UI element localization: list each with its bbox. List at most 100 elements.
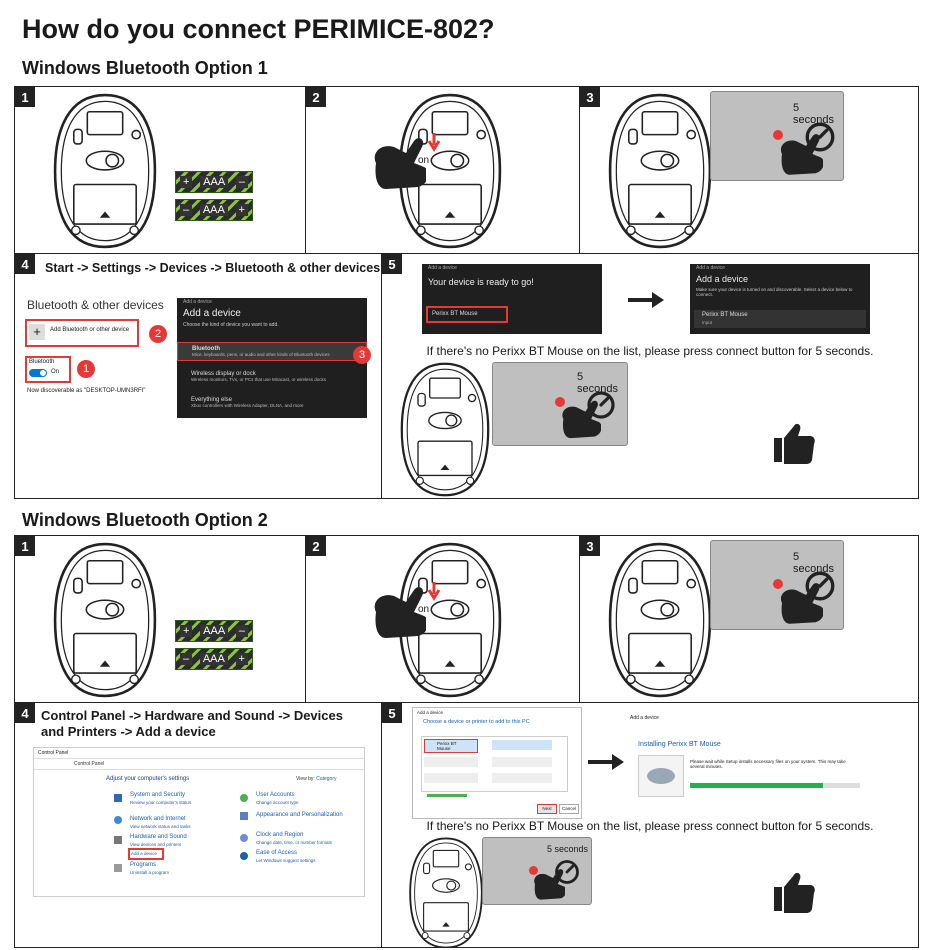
hand-icon xyxy=(374,587,426,638)
opt1-step3-cell: 3 5 seconds xyxy=(579,86,919,254)
dialog-title: Add a device xyxy=(696,274,749,284)
window-title: Add a device xyxy=(630,715,659,721)
cancel-button[interactable]: Cancel xyxy=(559,804,579,814)
device-list-item[interactable] xyxy=(492,757,552,767)
step-badge: 1 xyxy=(77,360,95,378)
zoom-inset: 5 seconds xyxy=(482,837,592,905)
network-icon xyxy=(114,816,122,824)
step-badge: 3 xyxy=(353,346,371,364)
breadcrumb[interactable]: Control Panel xyxy=(34,759,364,770)
choose-heading: Choose a device or printer to add to thi… xyxy=(423,719,530,725)
thumbs-up-icon xyxy=(774,872,815,913)
mouse-bottom-image xyxy=(608,542,712,698)
add-device-window: Add a device Choose a device or printer … xyxy=(412,707,582,819)
hand-icon xyxy=(780,134,823,175)
highlight-box xyxy=(128,848,164,860)
dialog-title: Add a device xyxy=(183,308,241,319)
control-panel-window: Control Panel Control Panel Adjust your … xyxy=(33,747,365,897)
device-list-item[interactable] xyxy=(424,773,478,783)
cp-category[interactable]: System and Security xyxy=(130,792,186,798)
ready-text: Your device is ready to go! xyxy=(428,277,534,287)
device-type-everything-else[interactable]: Everything else Xbox controllers with Wi… xyxy=(191,397,304,408)
no-device-note: If there's no Perixx BT Mouse on the lis… xyxy=(426,344,874,358)
settings-heading: Bluetooth & other devices xyxy=(27,298,164,312)
zoom-inset: 5 seconds xyxy=(710,540,844,630)
add-device-link[interactable]: Add a device xyxy=(131,851,158,856)
connect-button-highlight xyxy=(773,579,783,589)
opt2-step2-cell: 2 on xyxy=(305,535,580,703)
mouse-bottom-image xyxy=(53,542,157,698)
highlight-box xyxy=(25,356,71,383)
dialog-window-title: Add a device xyxy=(428,265,457,271)
adjust-heading: Adjust your computer's settings xyxy=(106,776,190,782)
view-by-label: View by: xyxy=(296,776,315,782)
next-button[interactable]: Next xyxy=(537,804,557,814)
device-type-wireless-display[interactable]: Wireless display or dock Wireless monito… xyxy=(191,371,326,382)
dialog-window-title: Add a device xyxy=(696,265,725,271)
device-list-item[interactable] xyxy=(424,757,478,767)
installing-subtitle: Please wait while Setup installs necessa… xyxy=(690,759,846,769)
step4-instruction: Control Panel -> Hardware and Sound -> D… xyxy=(41,708,343,739)
battery-aaa: +AAA– xyxy=(175,171,253,193)
battery-aaa: –AAA+ xyxy=(175,648,253,670)
hand-icon xyxy=(374,138,426,189)
mouse-bottom-image xyxy=(53,93,157,249)
opt2-step4-cell: 4 Control Panel -> Hardware and Sound ->… xyxy=(14,702,382,948)
step-number: 1 xyxy=(15,536,35,556)
bluetooth-toggle[interactable] xyxy=(29,369,47,377)
device-list-item[interactable] xyxy=(492,740,552,750)
installing-heading: Installing Perixx BT Mouse xyxy=(638,741,721,748)
connect-button-highlight xyxy=(773,130,783,140)
printer-icon xyxy=(114,836,122,844)
opt1-step2-cell: 2 on xyxy=(305,86,580,254)
user-icon xyxy=(240,794,248,802)
opt1-step4-cell: 4 Start -> Settings -> Devices -> Blueto… xyxy=(14,253,382,499)
seconds-label: 5 seconds xyxy=(793,551,834,575)
opt1-step5-cell: 5 Add a device Your device is ready to g… xyxy=(381,253,919,499)
bluetooth-label: Bluetooth xyxy=(29,359,55,365)
device-list-item[interactable] xyxy=(492,773,552,783)
hand-icon xyxy=(780,583,823,624)
device-ready-dialog: Add a device Your device is ready to go!… xyxy=(422,264,602,334)
add-device-link[interactable]: Add Bluetooth or other device xyxy=(50,327,130,333)
dialog-subtitle: Make sure your device is turned on and d… xyxy=(696,287,853,297)
device-list-item-selected[interactable]: Perixx BT Mouse xyxy=(424,739,478,753)
window-title: Add a device xyxy=(417,710,444,715)
hand-icon xyxy=(534,869,565,900)
scan-progress xyxy=(427,794,467,797)
option2-heading: Windows Bluetooth Option 2 xyxy=(22,510,268,530)
appearance-icon xyxy=(240,812,248,820)
zoom-inset: 5 seconds xyxy=(492,362,628,446)
battery-aaa: +AAA– xyxy=(175,620,253,642)
add-device-dialog: Add a device Add a device Make sure your… xyxy=(690,264,870,334)
option1-heading: Windows Bluetooth Option 1 xyxy=(22,58,268,78)
arrow-down-icon xyxy=(428,133,440,152)
window-title: Control Panel xyxy=(34,748,364,759)
page-title: How do you connect PERIMICE-802? xyxy=(22,14,495,44)
highlight-box xyxy=(25,319,139,347)
step-number: 2 xyxy=(306,536,326,556)
opt2-step1-cell: 1 +AAA– –AAA+ xyxy=(14,535,306,703)
device-type-bluetooth[interactable]: Bluetooth Mice, keyboards, pens, or audi… xyxy=(177,342,367,361)
device-list-item[interactable]: Perixx BT Mouse Input xyxy=(694,310,866,328)
hand-icon xyxy=(562,400,601,439)
step-number: 5 xyxy=(382,254,402,274)
battery-aaa: –AAA+ xyxy=(175,199,253,221)
connect-button-highlight xyxy=(529,866,538,875)
shield-icon xyxy=(114,794,122,802)
step-number: 4 xyxy=(15,703,35,723)
opt2-step3-cell: 3 5 seconds xyxy=(579,535,919,703)
highlight-box xyxy=(426,306,508,323)
arrow-right-icon xyxy=(588,760,614,764)
mouse-bottom-image xyxy=(608,93,712,249)
step-number: 3 xyxy=(580,536,600,556)
bluetooth-state: On xyxy=(51,369,60,375)
on-label: on xyxy=(418,604,430,615)
mouse-bottom-image xyxy=(409,837,483,947)
on-label: on xyxy=(418,155,430,166)
opt1-step1-cell: 1 +AAA– –AAA+ xyxy=(14,86,306,254)
device-list: Perixx BT Mouse xyxy=(421,736,568,792)
dialog-subtitle: Choose the kind of device you want to ad… xyxy=(183,322,279,328)
seconds-label: 5 seconds xyxy=(793,102,834,126)
view-by-select[interactable]: Category xyxy=(316,776,337,782)
